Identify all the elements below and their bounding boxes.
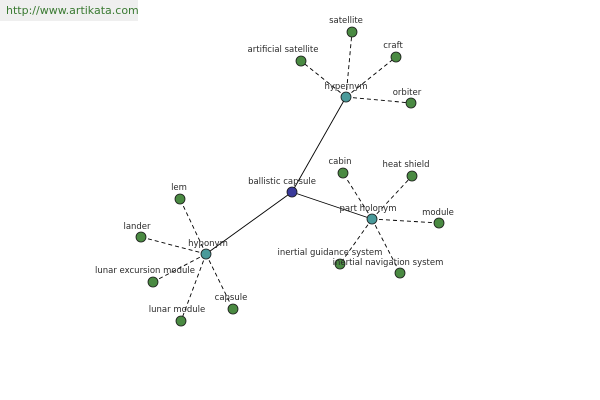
part-holonym-node[interactable] xyxy=(366,213,378,225)
url-banner: http://www.artikata.com xyxy=(0,0,139,21)
hyponym-node[interactable] xyxy=(200,248,212,260)
heat-shield-label: heat shield xyxy=(382,160,429,170)
part-holonym-label: part holonym xyxy=(340,204,397,214)
cabin-label: cabin xyxy=(328,157,351,167)
module-node[interactable] xyxy=(433,217,445,229)
inertial-guidance-system-label: inertial guidance system xyxy=(278,248,383,258)
artificial-satellite-label: artificial satellite xyxy=(248,45,319,55)
lunar-excursion-module-label: lunar excursion module xyxy=(95,266,195,276)
hypernym-label: hypernym xyxy=(324,82,367,92)
lunar-excursion-module-node[interactable] xyxy=(147,276,159,288)
inertial-navigation-system-node[interactable] xyxy=(394,267,406,279)
lem-label: lem xyxy=(171,183,187,193)
inertial-navigation-system-label: inertial navigation system xyxy=(333,258,444,268)
lander-label: lander xyxy=(123,222,151,232)
edge-part-holonym-inertial-navigation-system xyxy=(371,218,401,274)
edge-hyponym-lunar-module xyxy=(180,253,207,322)
ballistic-capsule-label: ballistic capsule xyxy=(248,177,316,187)
edge-hypernym-artificial-satellite xyxy=(300,60,347,98)
labels: ballistic capsule hypernym part holonym hyp… xyxy=(95,16,454,315)
capsule-label: capsule xyxy=(215,293,248,303)
orbiter-label: orbiter xyxy=(393,88,422,98)
ballistic-capsule-node[interactable] xyxy=(286,186,298,198)
lem-node[interactable] xyxy=(174,193,186,205)
capsule-node[interactable] xyxy=(227,303,239,315)
edges xyxy=(140,31,440,322)
edge-part-holonym-cabin xyxy=(342,172,373,220)
hypernym-node[interactable] xyxy=(340,91,352,103)
craft-node[interactable] xyxy=(390,51,402,63)
artificial-satellite-node[interactable] xyxy=(295,55,307,67)
edge-hypernym-satellite xyxy=(345,31,353,98)
satellite-node[interactable] xyxy=(346,26,358,38)
url-text: http://www.artikata.com xyxy=(6,4,139,17)
satellite-label: satellite xyxy=(329,16,363,26)
hyponym-label: hyponym xyxy=(188,239,228,249)
lander-node[interactable] xyxy=(135,231,147,243)
nodes xyxy=(135,26,445,327)
craft-label: craft xyxy=(383,41,403,51)
edge-center-part-holonym xyxy=(291,191,373,220)
edge-hyponym-lunar-excursion-module xyxy=(152,253,207,283)
edge-hyponym-capsule xyxy=(205,253,234,310)
cabin-node[interactable] xyxy=(337,167,349,179)
inertial-guidance-system-node[interactable] xyxy=(334,258,346,270)
lunar-module-node[interactable] xyxy=(175,315,187,327)
orbiter-node[interactable] xyxy=(405,97,417,109)
edge-center-hypernym xyxy=(291,96,347,193)
module-label: module xyxy=(422,208,454,218)
edge-part-holonym-module xyxy=(371,218,440,224)
edge-hypernym-craft xyxy=(345,56,397,98)
edge-part-holonym-heat-shield xyxy=(371,175,413,220)
edge-hypernym-orbiter xyxy=(345,96,412,104)
lunar-module-label: lunar module xyxy=(149,305,205,315)
edge-center-hyponym xyxy=(205,191,293,255)
edge-hyponym-lem xyxy=(179,198,207,255)
edge-part-holonym-inertial-guidance-system xyxy=(339,218,373,265)
heat-shield-node[interactable] xyxy=(406,170,418,182)
